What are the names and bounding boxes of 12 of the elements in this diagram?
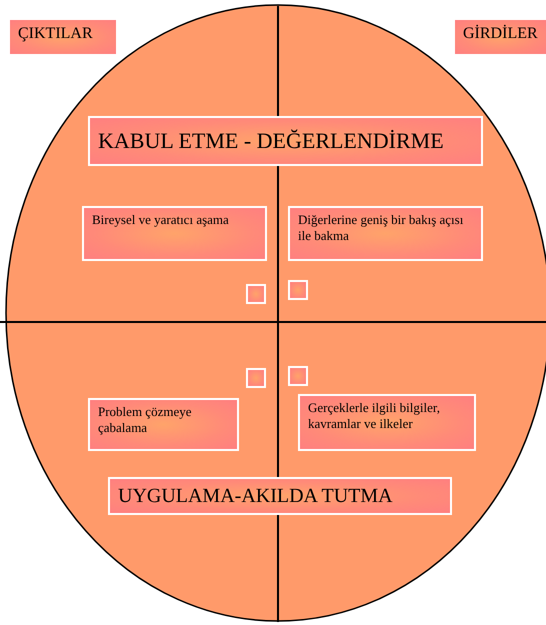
text-box: Diğerlerine geniş bir bakış açısı ile bakma xyxy=(288,206,483,261)
title-box: UYGULAMA-AKILDA TUTMA xyxy=(108,477,452,515)
small-box xyxy=(288,366,308,386)
text-box: Gerçeklerle ilgili bilgiler, kavramlar ve ilkeler xyxy=(298,394,476,451)
text-box: Bireysel ve yaratıcı aşama xyxy=(82,206,267,261)
input-label: GİRDİLER xyxy=(455,20,546,54)
small-box xyxy=(288,280,308,300)
small-box xyxy=(246,368,266,388)
text-box: Problem çözmeye çabalama xyxy=(88,398,239,451)
small-box xyxy=(246,284,266,304)
title-box: KABUL ETME - DEĞERLENDİRME xyxy=(88,116,483,166)
output-label: ÇIKTILAR xyxy=(10,20,116,54)
